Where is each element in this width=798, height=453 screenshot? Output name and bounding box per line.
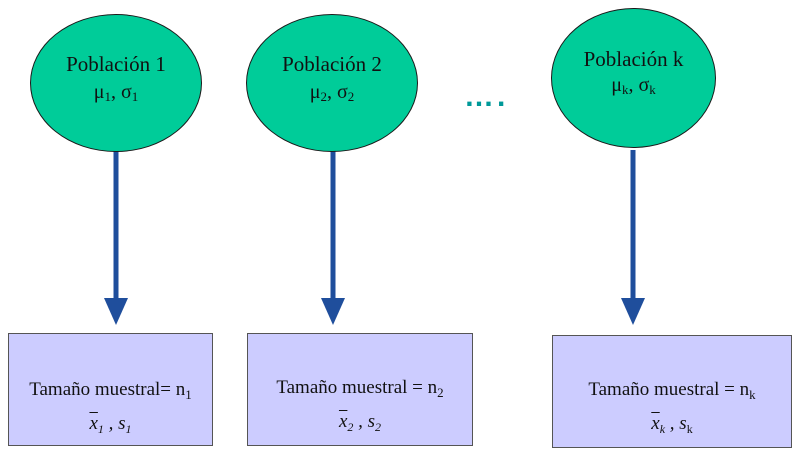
population-1-params: μ1, σ1 xyxy=(93,81,139,104)
arrow-1-head xyxy=(104,298,128,325)
sample-2-box: Tamaño muestral = n2 x2 , s2 xyxy=(247,333,473,446)
sample-2-stats: x2 , s2 xyxy=(338,411,382,434)
population-1-ellipse: Población 1 μ1, σ1 xyxy=(30,14,202,152)
ellipsis-dots: …. xyxy=(464,80,509,113)
sample-k-stats: xk , sk xyxy=(651,413,693,436)
population-k-title: Población k xyxy=(583,47,684,71)
sample-2-size: Tamaño muestral = n2 xyxy=(276,377,444,400)
population-2-ellipse: Población 2 μ2, σ2 xyxy=(246,14,418,152)
population-k-params: μk, σk xyxy=(611,74,656,97)
sample-1-box: Tamaño muestral= n1 x1 , s1 xyxy=(8,333,213,446)
population-2-title: Población 2 xyxy=(282,52,382,76)
sample-1-size: Tamaño muestral= n1 xyxy=(29,379,192,402)
population-k-ellipse: Población k μk, σk xyxy=(551,8,716,148)
arrow-k-head xyxy=(621,298,645,325)
population-2-params: μ2, σ2 xyxy=(309,81,355,104)
arrow-2-head xyxy=(321,298,345,325)
sample-1-stats: x1 , s1 xyxy=(89,413,132,436)
population-1-title: Población 1 xyxy=(66,52,166,76)
sample-k-box: Tamaño muestral = nk xk , sk xyxy=(552,335,792,448)
sample-k-size: Tamaño muestral = nk xyxy=(588,379,756,402)
